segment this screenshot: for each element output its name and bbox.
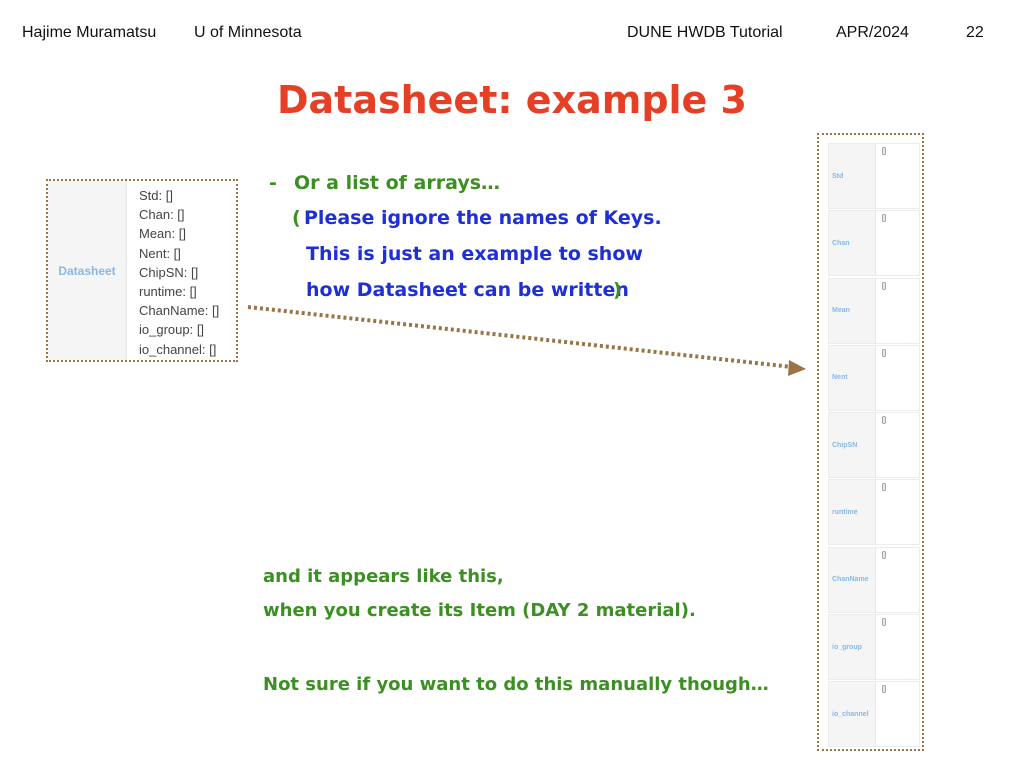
- bullet-dash: -: [269, 172, 277, 194]
- slide-title: Datasheet: example 3: [277, 78, 747, 122]
- datasheet-entry: runtime: []: [139, 284, 197, 300]
- datasheet-entry: Std: []: [139, 188, 173, 203]
- row-key: Chan: [829, 211, 876, 276]
- header-event: DUNE HWDB Tutorial: [627, 24, 783, 41]
- row-key: io_channel: [829, 682, 876, 747]
- header-author: Hajime Muramatsu: [22, 24, 157, 41]
- row-key: Nent: [829, 345, 876, 410]
- row-value: []: [882, 349, 886, 357]
- row-value: []: [882, 619, 886, 627]
- row-key: ChanName: [829, 547, 876, 612]
- row-value: []: [882, 417, 886, 425]
- note-create-item: when you create its Item (DAY 2 material…: [263, 600, 696, 621]
- bullet-paren-open: (: [292, 207, 301, 229]
- datasheet-entry: io_group: []: [139, 322, 205, 338]
- bullet-line-2: Please ignore the names of Keys.: [304, 207, 662, 229]
- table-row: Chan []: [828, 210, 920, 277]
- row-value: []: [882, 551, 886, 559]
- note-appears: and it appears like this,: [263, 566, 504, 587]
- datasheet-values: Std: [] Chan: [] Mean: [] Nent: [] ChipS…: [127, 181, 236, 360]
- row-key: runtime: [829, 480, 876, 545]
- row-key: ChipSN: [829, 413, 876, 478]
- bullet-line-1: Or a list of arrays…: [294, 172, 501, 194]
- datasheet-entry: ChanName: []: [139, 303, 220, 319]
- row-value: []: [882, 282, 886, 290]
- bullet-line-3: This is just an example to show: [306, 243, 643, 265]
- table-row: io_group []: [828, 614, 920, 681]
- header-date: APR/2024: [836, 24, 909, 41]
- bullet-line-4: how Datasheet can be written: [306, 279, 629, 301]
- item-datasheet-table: Std [] Chan [] Mean [] Nent [] ChipSN []…: [817, 133, 924, 751]
- row-key: Std: [829, 144, 876, 208]
- header-institution: U of Minnesota: [194, 24, 302, 41]
- datasheet-field-box: Datasheet Std: [] Chan: [] Mean: [] Nent…: [46, 179, 238, 362]
- table-row: ChanName []: [828, 546, 920, 613]
- table-row: ChipSN []: [828, 412, 920, 479]
- datasheet-entry: ChipSN: []: [139, 264, 199, 280]
- row-key: Mean: [829, 278, 876, 343]
- datasheet-label: Datasheet: [48, 181, 127, 360]
- table-row: Std []: [828, 143, 920, 209]
- bullet-paren-close: ): [613, 279, 622, 301]
- row-key: io_group: [829, 615, 876, 680]
- row-value: []: [882, 215, 886, 223]
- datasheet-entry: io_channel: []: [139, 341, 217, 357]
- table-row: runtime []: [828, 479, 920, 546]
- table-row: io_channel []: [828, 681, 920, 748]
- page-number: 22: [966, 24, 984, 41]
- row-value: []: [882, 484, 886, 492]
- note-manual: Not sure if you want to do this manually…: [263, 674, 769, 695]
- row-value: []: [882, 686, 886, 694]
- table-row: Nent []: [828, 344, 920, 411]
- datasheet-entry: Mean: []: [139, 226, 186, 242]
- datasheet-entry: Nent: []: [139, 245, 181, 261]
- table-row: Mean []: [828, 277, 920, 344]
- datasheet-entry: Chan: []: [139, 207, 185, 223]
- row-value: []: [882, 148, 886, 155]
